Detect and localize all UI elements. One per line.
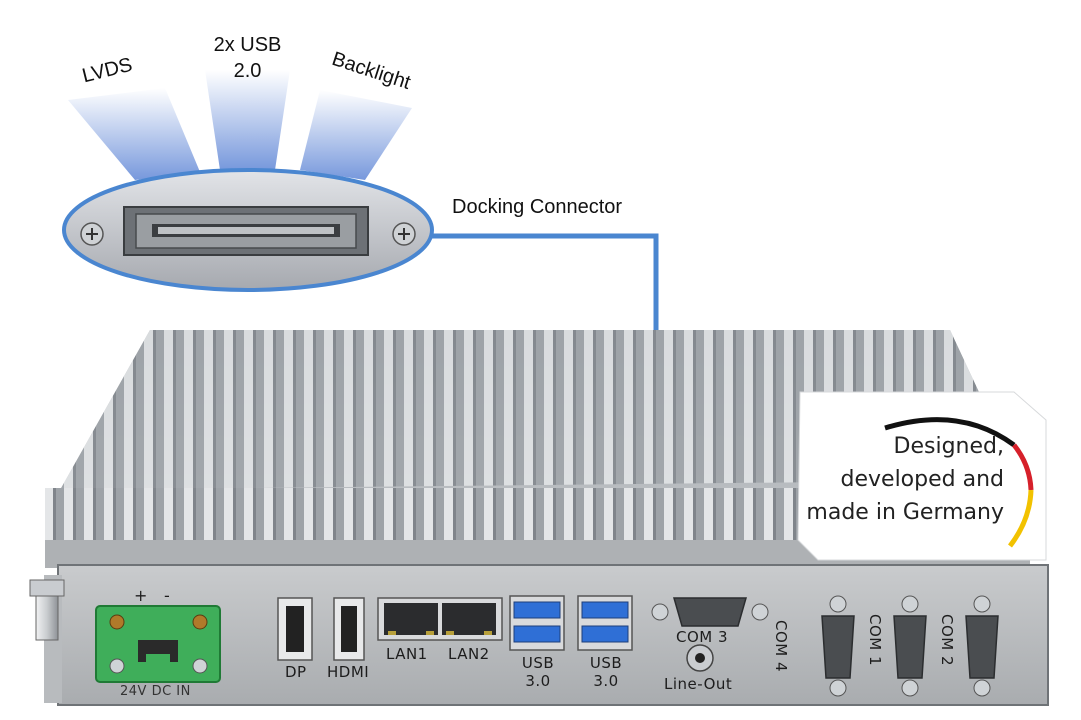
power-terminal — [95, 605, 221, 683]
usb3a-label-line1: USB — [521, 654, 555, 672]
com3-port — [651, 597, 769, 627]
badge-line-3: made in Germany — [806, 500, 1004, 525]
usb2-label-line1: 2x USB — [213, 34, 282, 56]
hdmi-port — [333, 597, 365, 661]
power-minus-label: - — [164, 586, 171, 605]
hdmi-label: HDMI — [327, 663, 370, 681]
com1-port — [893, 595, 927, 697]
badge-line-2: developed and — [840, 467, 1004, 492]
com3-label: COM 3 — [676, 628, 729, 646]
power-plus-label: + — [134, 586, 148, 605]
power-label: 24V DC IN — [120, 684, 191, 699]
usb3-ports-a — [509, 595, 565, 651]
docking-connector-detail — [62, 168, 434, 292]
line-out-label: Line-Out — [664, 675, 733, 693]
docking-leader-line — [432, 233, 659, 330]
usb3b-label-line1: USB — [589, 654, 623, 672]
lan2-label: LAN2 — [448, 645, 490, 663]
com4-label: COM 4 — [772, 620, 790, 673]
signal-beams — [68, 70, 412, 180]
lan-ports — [377, 597, 503, 641]
usb3-ports-b — [577, 595, 633, 651]
usb2-label-line2: 2.0 — [233, 60, 262, 82]
usb3a-label-line2: 3.0 — [525, 672, 551, 690]
com4-port — [821, 595, 855, 697]
com2-label: COM 2 — [938, 614, 956, 667]
badge-line-1: Designed, — [893, 434, 1004, 459]
line-out-jack — [686, 644, 714, 672]
germany-badge — [797, 391, 1047, 561]
com1-label: COM 1 — [866, 614, 884, 667]
badge-text: Designed, developed and made in Germany — [800, 430, 1004, 529]
usb3b-label-line2: 3.0 — [593, 672, 619, 690]
dp-label: DP — [285, 663, 307, 681]
docking-connector-label: Docking Connector — [452, 196, 623, 218]
heatsink — [45, 330, 1030, 568]
com2-port — [965, 595, 999, 697]
dp-port — [277, 597, 313, 661]
lan1-label: LAN1 — [386, 645, 428, 663]
